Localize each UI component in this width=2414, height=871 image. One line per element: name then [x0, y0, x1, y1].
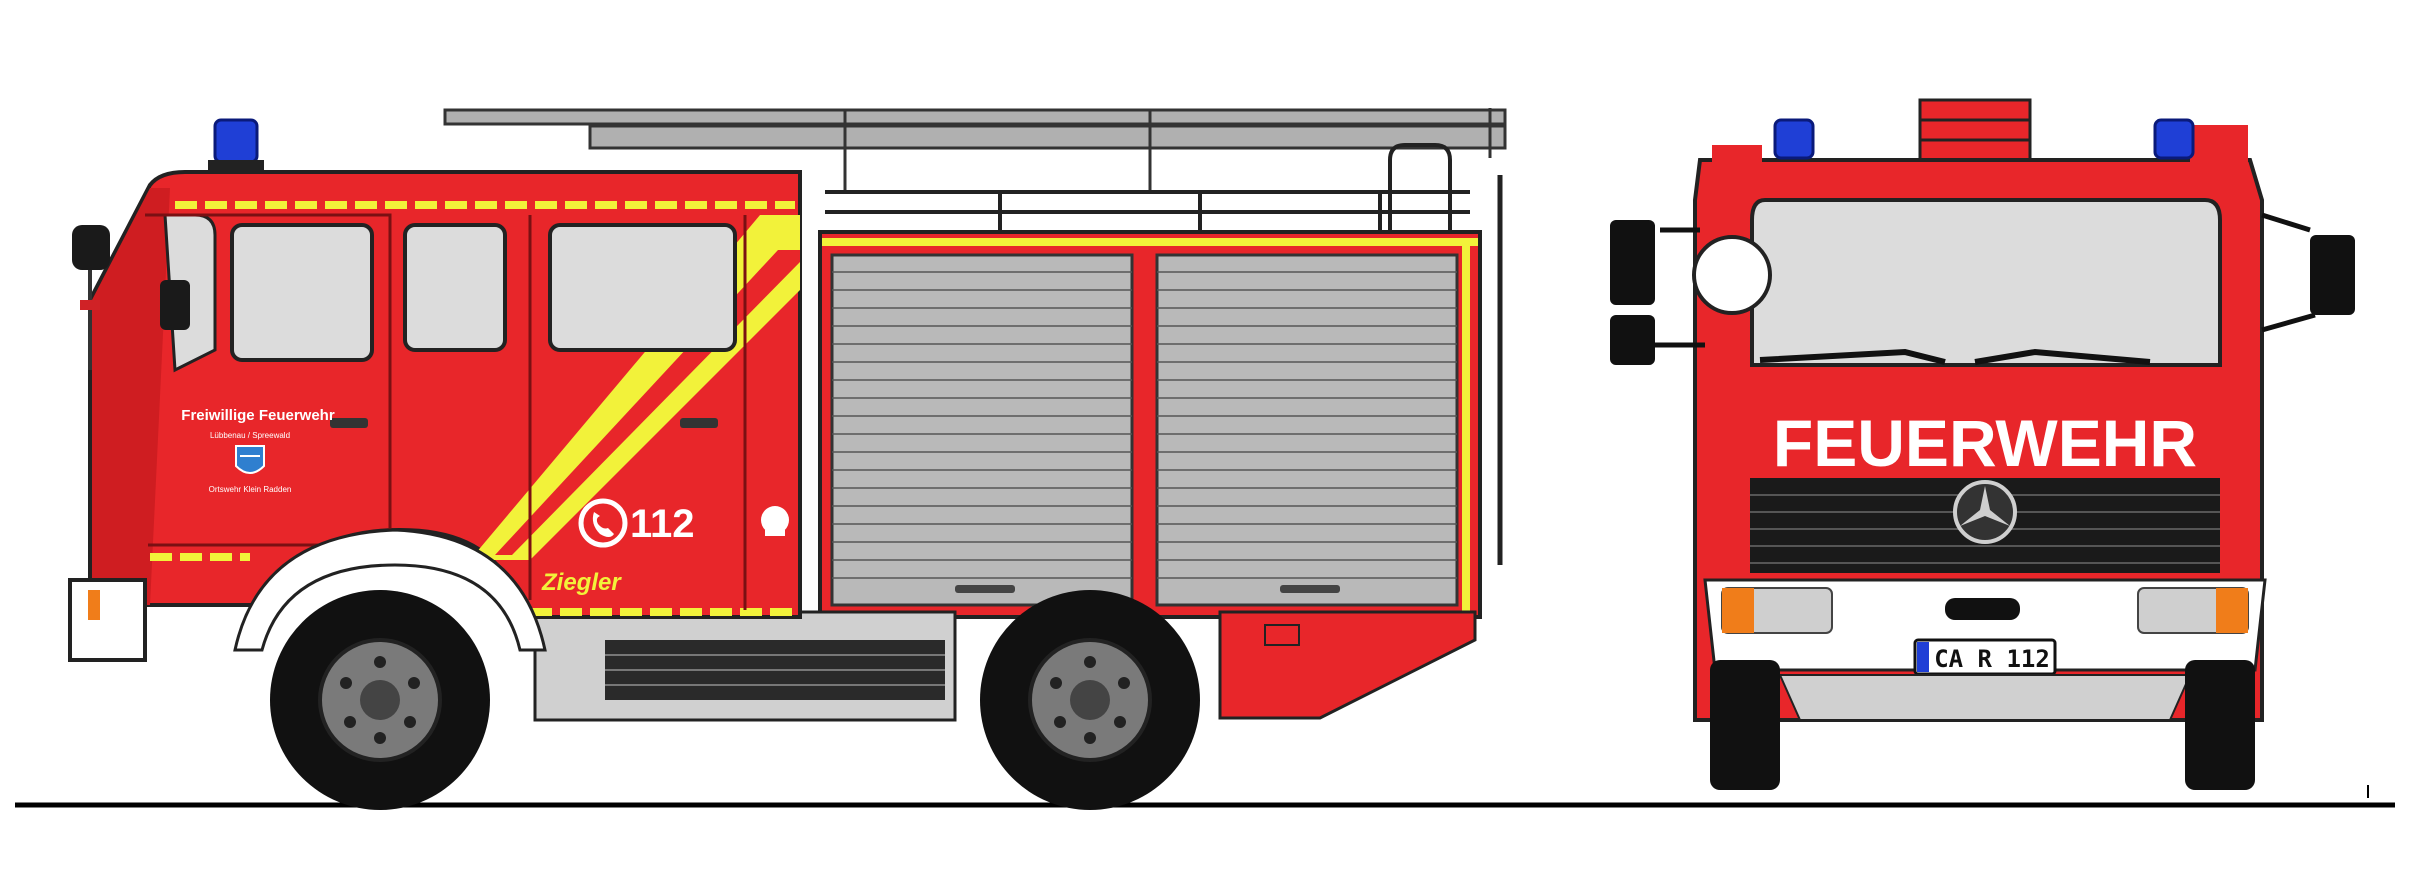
blue-light-icon — [208, 118, 264, 172]
emblem-icon — [761, 506, 789, 536]
indicator-right — [2216, 588, 2248, 633]
tow-hook — [1945, 598, 2020, 620]
door-handle-front — [330, 418, 368, 428]
license-plate-text: CA R 112 — [1934, 645, 2050, 673]
cab-window-2 — [403, 223, 507, 352]
door-text-line2: Lübbenau / Spreewald — [210, 431, 290, 440]
roller-shutter-right — [1155, 253, 1459, 607]
roller-shutter-left — [830, 253, 1134, 607]
front-roof-box-left — [1712, 145, 1762, 175]
wiper-right — [1974, 348, 2151, 365]
cab-front-dark — [92, 188, 170, 605]
emergency-number: 112 — [630, 502, 695, 546]
front-roof-ladder — [1918, 98, 2032, 162]
front-lower-apron — [1778, 674, 2192, 721]
front-wheel-icon — [270, 590, 490, 810]
front-bumper — [68, 578, 147, 662]
front-indicator — [88, 590, 100, 620]
mercedes-star-icon — [1953, 480, 2017, 544]
door-text-line3: Ortswehr Klein Radden — [209, 485, 292, 494]
door-outlines — [145, 213, 747, 610]
shutter-slats — [832, 271, 1457, 579]
shutter-handle-left — [955, 585, 1015, 593]
front-wheel-right-icon — [2185, 660, 2255, 790]
wheel-arch-white — [233, 528, 547, 652]
body-yellow-trim-top — [822, 238, 1478, 246]
blue-light-left-icon — [1773, 118, 1815, 160]
door-text-line1: Freiwillige Feuerwehr — [181, 407, 335, 424]
rear-wheel-icon — [980, 590, 1200, 810]
spot-lamp — [1692, 235, 1772, 315]
mirror-right-icon — [2261, 212, 2355, 333]
front-wheel-left-icon — [1710, 660, 1780, 790]
builder-logo: Ziegler — [541, 569, 622, 596]
license-plate-eu-band — [1917, 642, 1929, 672]
mirror-icon — [72, 225, 110, 370]
indicator-left — [1722, 588, 1754, 633]
side-view: Freiwillige Feuerwehr Lübbenau / Spreewa… — [68, 108, 1507, 810]
wiper-left — [1759, 348, 1946, 365]
front-banner: FEUERWEHR — [1773, 406, 2197, 480]
side-mirror-arm — [160, 280, 190, 330]
rear-lower-compartment — [1218, 610, 1477, 720]
door-handle-rear — [680, 418, 718, 428]
roof-rail — [825, 143, 1470, 232]
shutter-handle-right — [1280, 585, 1340, 593]
phone-icon — [578, 498, 628, 548]
front-view: FEUERWEHR CA R 112 — [1610, 98, 2355, 790]
roof-ladder — [443, 108, 1507, 190]
coat-of-arms-icon — [235, 445, 265, 474]
blue-light-right-icon — [2153, 118, 2195, 160]
mirror-left-icon — [1610, 220, 1705, 365]
body-yellow-trim-right — [1462, 246, 1470, 636]
front-windshield — [1750, 198, 2222, 367]
cab-window-3 — [548, 223, 737, 352]
rear-compartment-handle — [1264, 624, 1300, 646]
underside-grille-lines — [605, 654, 945, 686]
cab-window-1 — [230, 223, 374, 362]
front-roof-box-right — [2190, 125, 2248, 175]
